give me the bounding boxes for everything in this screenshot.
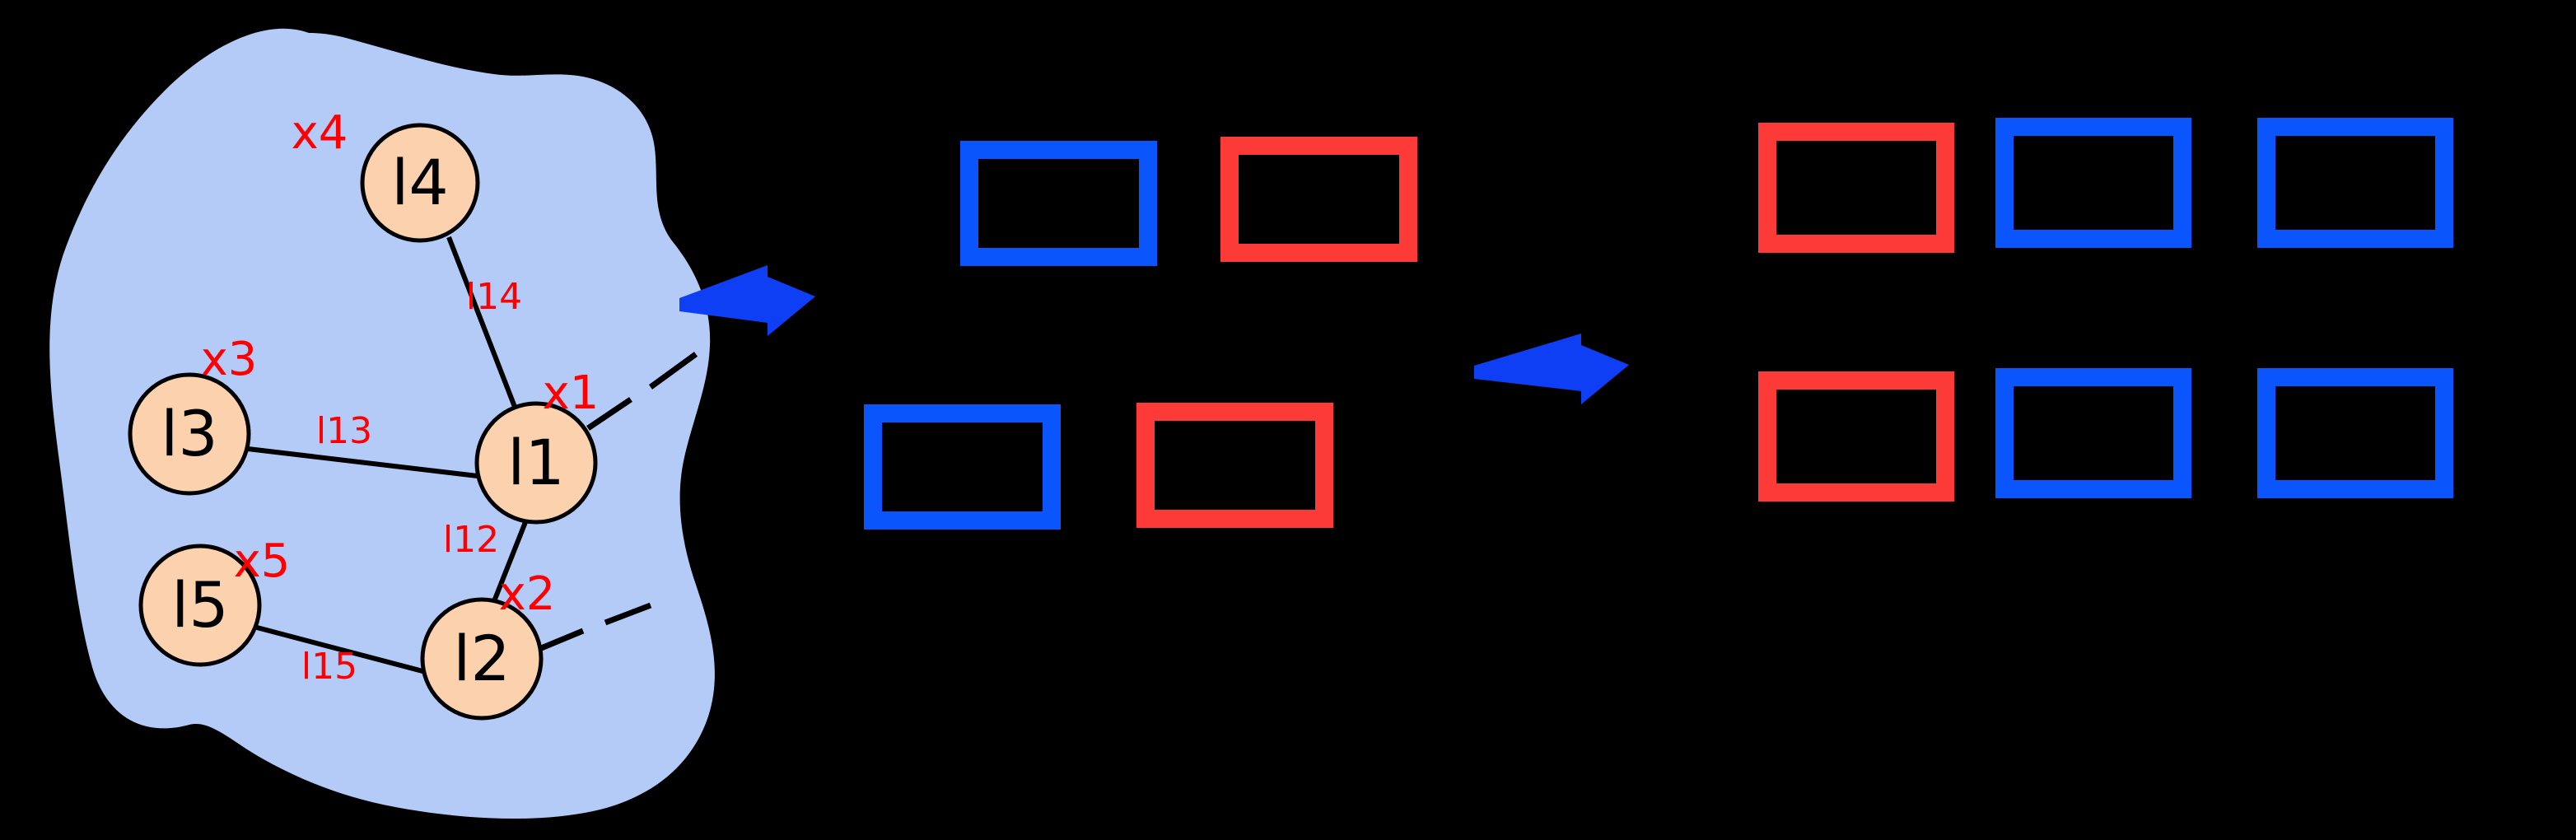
node-circle-l4[interactable] <box>360 123 480 243</box>
node-label-l2: l2 <box>453 622 510 695</box>
dashed-edge-l2-seg2 <box>604 602 652 626</box>
variable-label-x2: x2 <box>499 567 556 621</box>
right-box-4[interactable] <box>1758 371 1954 502</box>
mid-box-4[interactable] <box>1136 403 1333 528</box>
middle-box-group <box>864 137 1417 530</box>
edge-label-l15: l15 <box>301 646 357 688</box>
graph-nodes: l1 l2 l3 l4 l5 <box>128 123 598 721</box>
arrow-1 <box>679 265 815 336</box>
arrow-2 <box>1474 334 1629 404</box>
graph-edge-l12 <box>492 520 528 603</box>
mid-box-1[interactable] <box>960 141 1157 266</box>
transition-arrows <box>679 265 1629 404</box>
dashed-edge-l2-seg1 <box>534 628 585 654</box>
variable-label-x4: x4 <box>292 106 348 160</box>
node-circle-l5[interactable] <box>138 544 262 667</box>
right-box-3[interactable] <box>2257 118 2453 248</box>
right-box-5[interactable] <box>1995 368 2191 498</box>
dashed-edge-l1-seg2 <box>648 352 698 390</box>
right-box-1[interactable] <box>1758 123 1954 253</box>
node-circle-l3[interactable] <box>128 372 251 496</box>
variable-label-x5: x5 <box>234 534 291 588</box>
graph-dashed-edges <box>534 352 698 654</box>
mid-box-3[interactable] <box>864 404 1061 530</box>
graph-edge-l14 <box>446 236 517 408</box>
graph-edge-labels: l14 l13 l12 l15 <box>301 276 522 688</box>
edge-label-l14: l14 <box>466 276 522 318</box>
graph-edge-l13 <box>247 446 478 478</box>
mid-box-2[interactable] <box>1220 137 1417 262</box>
right-box-2[interactable] <box>1995 118 2191 248</box>
node-circle-l1[interactable] <box>474 401 598 525</box>
right-box-6[interactable] <box>2257 368 2453 498</box>
dashed-edge-l1-seg1 <box>586 397 632 431</box>
edge-label-l12: l12 <box>443 519 499 561</box>
graph-edge-l15 <box>256 625 427 674</box>
graph-variable-labels: x1 x2 x3 x4 x5 <box>201 106 600 621</box>
node-label-l5: l5 <box>171 568 228 642</box>
node-label-l3: l3 <box>161 397 217 470</box>
edge-label-l13: l13 <box>316 410 372 452</box>
node-label-l4: l4 <box>391 146 448 219</box>
variable-label-x3: x3 <box>201 333 258 386</box>
graph-edges <box>247 236 528 674</box>
node-circle-l2[interactable] <box>420 597 544 721</box>
right-box-group <box>1758 118 2453 502</box>
node-label-l1: l1 <box>507 426 564 499</box>
variable-label-x1: x1 <box>543 366 600 420</box>
